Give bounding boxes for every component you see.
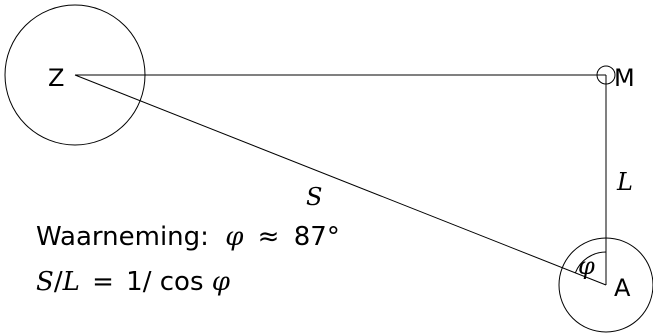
angle-arc	[574, 251, 607, 274]
formula-slash-1: /	[53, 267, 63, 297]
earth-label: A	[614, 274, 631, 302]
angle-phi-label: φ	[578, 252, 595, 280]
formula-equals: =	[92, 267, 114, 297]
formula-text: S/L = 1/ cos φ	[36, 267, 230, 297]
observation-text: Waarneming: φ ≈ 87°	[36, 222, 340, 252]
formula-one: 1	[126, 267, 143, 297]
moon-label: M	[614, 64, 635, 92]
observation-value: 87°	[293, 222, 340, 252]
observation-label: Waarneming:	[36, 222, 209, 252]
sun-label: Z	[48, 64, 64, 92]
formula-slash-2: /	[142, 267, 152, 297]
observation-approx: ≈	[257, 222, 280, 252]
segment-s-label: S	[306, 183, 322, 211]
formula-s: S	[36, 267, 54, 297]
formula-phi: φ	[211, 267, 230, 297]
formula-cos: cos	[159, 267, 204, 297]
observation-phi: φ	[225, 222, 244, 252]
segment-l-label: L	[616, 168, 633, 196]
sun-earth-line	[74, 74, 607, 286]
formula-l: L	[62, 267, 80, 297]
